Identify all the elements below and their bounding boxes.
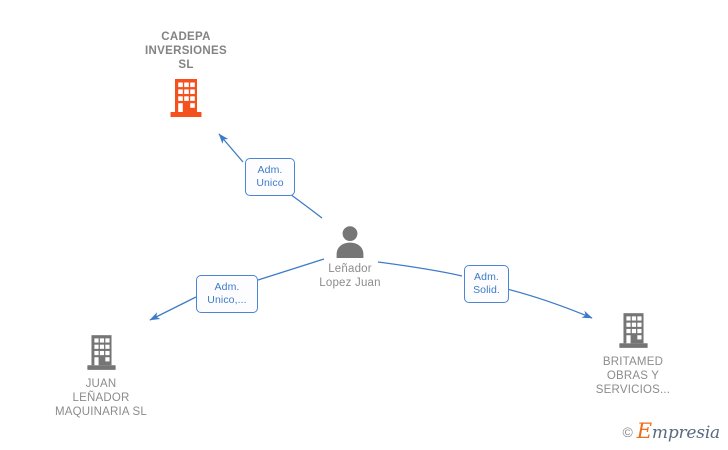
person-icon bbox=[336, 226, 364, 258]
building-icon bbox=[86, 335, 116, 370]
building-icon bbox=[170, 79, 202, 117]
node-juan-maquinaria[interactable]: JUAN LEÑADOR MAQUINARIA SL bbox=[21, 334, 181, 419]
node-cadepa[interactable]: CADEPA INVERSIONES SL bbox=[106, 30, 266, 118]
edge-label-adm-unico-juan[interactable]: Adm. Unico,... bbox=[196, 275, 258, 313]
node-person-label: Leñador Lopez Juan bbox=[319, 263, 381, 289]
copyright-icon: © bbox=[622, 423, 633, 440]
node-juan-maquinaria-label: JUAN LEÑADOR MAQUINARIA SL bbox=[54, 378, 148, 418]
node-britamed-label: BRITAMED OBRAS Y SERVICIOS... bbox=[595, 356, 671, 396]
node-cadepa-label: CADEPA INVERSIONES SL bbox=[145, 31, 227, 71]
empresia-logo-initial: E bbox=[636, 419, 652, 443]
edge-label-adm-unico-cadepa[interactable]: Adm. Unico bbox=[245, 158, 295, 196]
empresia-logo: Empresia bbox=[637, 421, 720, 442]
building-icon bbox=[618, 313, 648, 348]
edge-label-adm-solid-britamed[interactable]: Adm. Solid. bbox=[464, 265, 509, 303]
empresia-logo-rest: mpresia bbox=[651, 423, 720, 443]
empresia-watermark: © Empresia bbox=[622, 421, 720, 442]
node-britamed[interactable]: BRITAMED OBRAS Y SERVICIOS... bbox=[553, 312, 713, 397]
edge-person-britamed[interactable] bbox=[377, 261, 593, 319]
node-person[interactable]: Leñador Lopez Juan bbox=[270, 224, 430, 290]
edge-person-juan[interactable] bbox=[149, 258, 325, 321]
